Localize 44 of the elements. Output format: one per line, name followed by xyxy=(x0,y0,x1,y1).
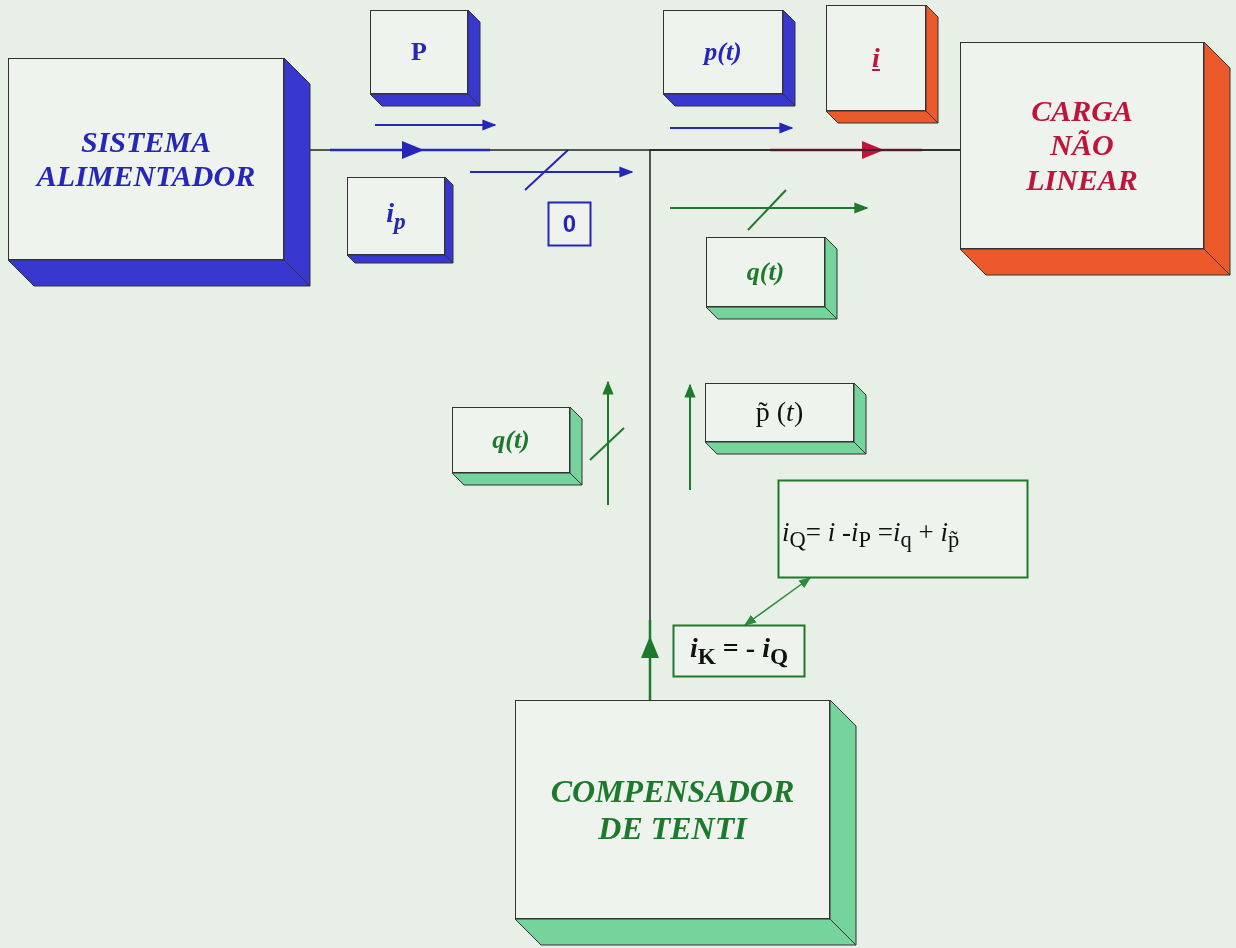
node-label: P xyxy=(411,37,427,67)
node-label: COMPENSADOR DE TENTI xyxy=(549,772,796,847)
box-side-face xyxy=(283,57,311,287)
node-label: i xyxy=(872,41,880,75)
box-side-face xyxy=(569,406,583,486)
node-label: SISTEMA ALIMENTADOR xyxy=(34,124,257,194)
quantity-box xyxy=(705,383,866,454)
node-label: CARGA NÃO LINEAR xyxy=(1025,93,1139,198)
node-label: q(t) xyxy=(492,425,530,455)
box-side-face xyxy=(1203,41,1231,276)
quantity-box xyxy=(663,10,795,106)
box-bottom-face xyxy=(369,93,481,107)
box-side-face xyxy=(925,4,939,124)
source-box xyxy=(8,58,310,286)
box-bottom-face xyxy=(514,918,857,946)
formula-box xyxy=(778,480,1028,578)
node-label: i$_{K}$ = - i$_{Q}$ xyxy=(689,632,789,670)
quantity-box xyxy=(452,407,582,485)
box-bottom-face xyxy=(662,93,796,107)
quantity-box xyxy=(370,10,480,106)
node-label: i$_{p}$ xyxy=(386,197,406,235)
box-side-face xyxy=(829,699,857,946)
formula-box xyxy=(673,625,805,677)
box-bottom-face xyxy=(959,248,1231,276)
box-side-face xyxy=(444,176,454,264)
node-label: 0 xyxy=(562,210,577,238)
node-label: q(t) xyxy=(746,257,785,287)
box-bottom-face xyxy=(825,110,939,124)
node-label: p(t) xyxy=(704,37,742,67)
box-side-face xyxy=(467,9,481,107)
quantity-box xyxy=(826,5,938,123)
box-side-face xyxy=(824,236,838,320)
box-side-face xyxy=(782,9,796,107)
box-bottom-face xyxy=(705,306,838,320)
node-label: i$_{Q}$= i -i$_{P}$ =i$_{q}$ + i$_{p̃}$ xyxy=(782,516,960,554)
node-label: p̃ (t) xyxy=(755,396,804,429)
compensator-box xyxy=(515,700,856,945)
box-bottom-face xyxy=(346,254,454,264)
box-bottom-face xyxy=(7,259,311,287)
value-box xyxy=(548,202,591,246)
quantity-box xyxy=(706,237,837,319)
load-box xyxy=(960,42,1230,275)
quantity-box xyxy=(347,177,453,263)
box-bottom-face xyxy=(451,472,583,486)
